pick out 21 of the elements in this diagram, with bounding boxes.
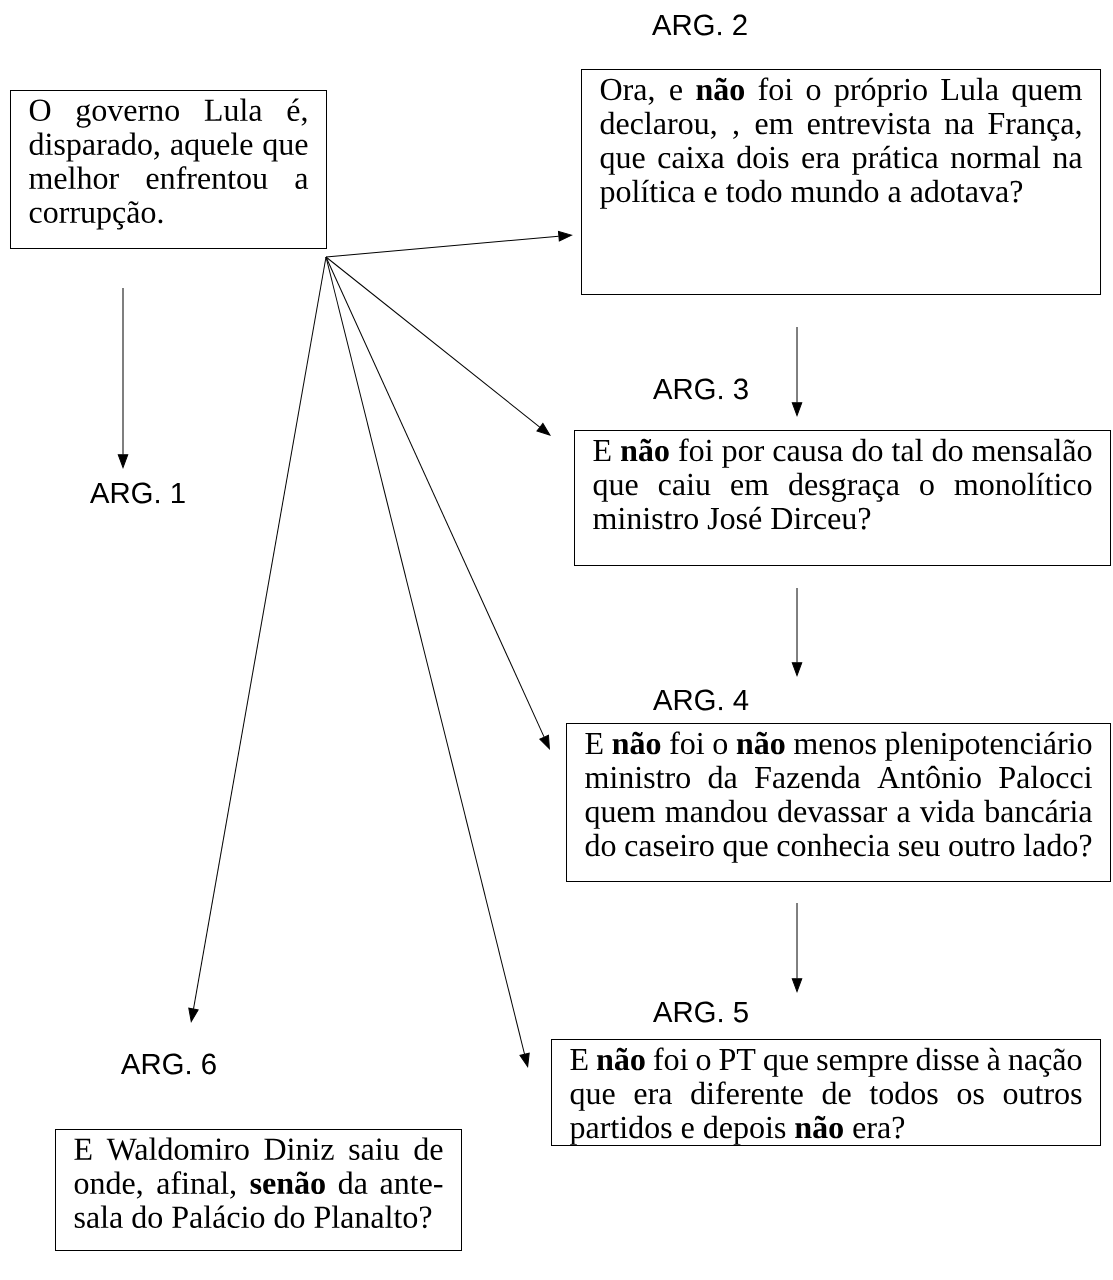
argument-box: E não foi o não menos plenipotenciário ministro da Fazenda Antônio Palocci quem mandou devassar a vida bancária do caseiro que conhecia seu outro lado? bbox=[566, 723, 1111, 882]
argument-label: ARG. 1 bbox=[89, 482, 185, 504]
argument-box: Ora, e não foi o próprio Lula quem declarou, , em entrevista na França, que caixa dois era prática normal na política e todo mundo a adotava? bbox=[581, 69, 1101, 295]
arrow bbox=[325, 256, 530, 1068]
arrow bbox=[325, 256, 550, 750]
argument-box: O governo Lula é, disparado, aquele que melhor enfrentou a corrupção. bbox=[10, 90, 327, 249]
arrow bbox=[188, 256, 327, 1023]
argument-box: E não foi por causa do tal do mensalão que caiu em desgraça o monolítico ministro José Dirceu? bbox=[574, 430, 1111, 566]
heading: ARG. 6 bbox=[120, 1053, 216, 1075]
argument-box: E não foi o PT que sempre disse à nação que era diferente de todos os outros partidos e depois não era? bbox=[551, 1039, 1101, 1146]
arrow bbox=[325, 231, 573, 258]
arrow bbox=[325, 256, 551, 436]
arrow bbox=[791, 587, 803, 677]
arrow bbox=[791, 326, 803, 417]
heading: ARG. 5 bbox=[653, 1001, 748, 1023]
arrow bbox=[117, 287, 129, 469]
arrow bbox=[791, 902, 803, 993]
heading: ARG. 2 bbox=[652, 14, 747, 36]
heading: ARG. 3 bbox=[653, 378, 748, 400]
argument-box: E Waldomiro Diniz saiu de onde, afinal, senão da ante-sala do Palácio do Planalto? bbox=[55, 1129, 462, 1251]
heading: ARG. 4 bbox=[653, 689, 749, 711]
